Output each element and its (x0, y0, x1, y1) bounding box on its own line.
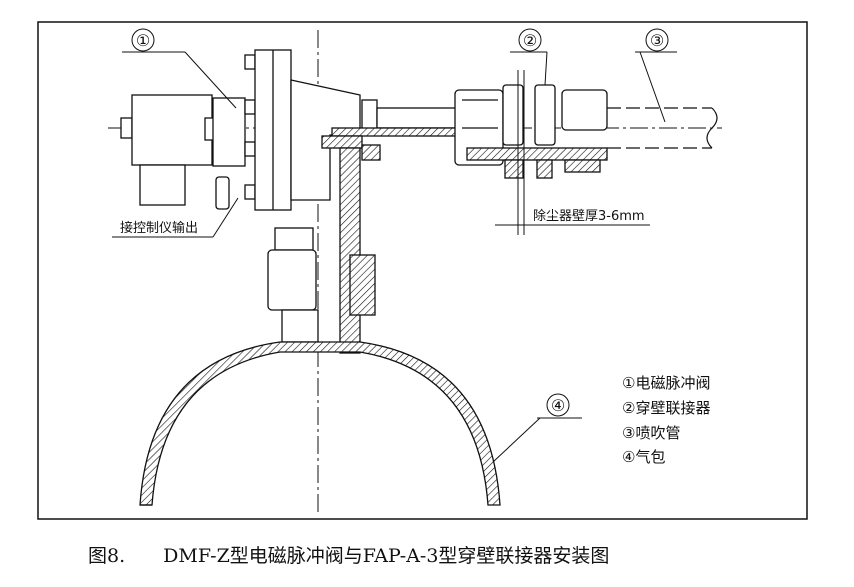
figure-title: DMF-Z型电磁脉冲阀与FAP-A-3型穿壁联接器安装图 (163, 545, 610, 567)
callout-4-label: ④ (551, 396, 565, 415)
callout-2-label: ② (523, 31, 537, 50)
legend: ①电磁脉冲阀 ②穿壁联接器 ③喷吹管 ④气包 (622, 374, 710, 466)
callout-3-label: ③ (650, 31, 664, 50)
callout-4 (492, 393, 582, 463)
solenoid-valve (120, 49, 458, 211)
collector-wall (517, 70, 525, 235)
legend-item: ④气包 (622, 448, 665, 466)
callout-1 (122, 28, 237, 109)
figure-number: 图8. (88, 545, 126, 567)
drawing-frame (37, 21, 808, 520)
figure-caption: 图8. DMF-Z型电磁脉冲阀与FAP-A-3型穿壁联接器安装图 (88, 541, 647, 568)
callout-2 (510, 28, 548, 86)
air-tank (139, 227, 501, 506)
wall-connector (454, 84, 608, 179)
legend-item: ②穿壁联接器 (622, 399, 710, 417)
callout-1-label: ① (136, 31, 150, 50)
control-output-note: 接控制仪输出 (120, 220, 198, 236)
control-output-leader (112, 197, 239, 238)
legend-item: ③喷吹管 (622, 424, 680, 442)
wall-thickness-note: 除尘器壁厚3-6mm (533, 209, 645, 224)
blow-pipe-outlet (321, 127, 468, 354)
blow-tube (607, 107, 718, 149)
legend-item: ①电磁脉冲阀 (622, 374, 710, 392)
callout-3 (635, 28, 677, 123)
